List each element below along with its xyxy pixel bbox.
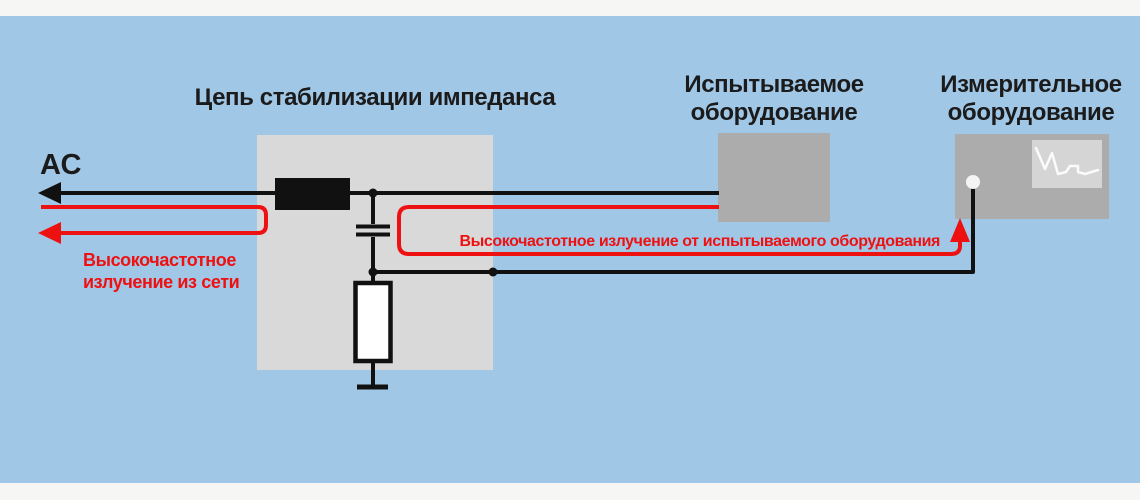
ac-arrowhead-icon: [38, 182, 61, 204]
spectrum-trace-icon: [1034, 146, 1100, 176]
equipment-under-test-title: Испытываемое оборудование: [684, 71, 864, 126]
inductor: [275, 178, 350, 210]
eut-noise-path: [397, 205, 962, 256]
junction-dot: [368, 188, 378, 198]
junction-dot: [368, 267, 378, 277]
input-connector: [966, 175, 980, 189]
resistor: [353, 280, 393, 364]
ac-label: AC: [40, 149, 82, 181]
diagram-background: [0, 16, 1140, 483]
mains-noise-annotation: Высокочастотное излучение из сети: [83, 250, 240, 292]
mains-noise-path: [41, 205, 268, 235]
equipment-under-test-box: [718, 133, 830, 222]
mains-noise-arrowhead-icon: [38, 222, 61, 244]
measurement-wire: [373, 184, 975, 274]
junction-dot: [488, 267, 498, 277]
measuring-equipment-title: Измерительное оборудование: [940, 71, 1122, 126]
lisn-title: Цепь стабилизации импеданса: [194, 84, 556, 111]
eut-noise-arrowhead-icon: [950, 218, 970, 242]
eut-noise-annotation: Высокочастотное излучение от испытываемо…: [459, 233, 940, 250]
